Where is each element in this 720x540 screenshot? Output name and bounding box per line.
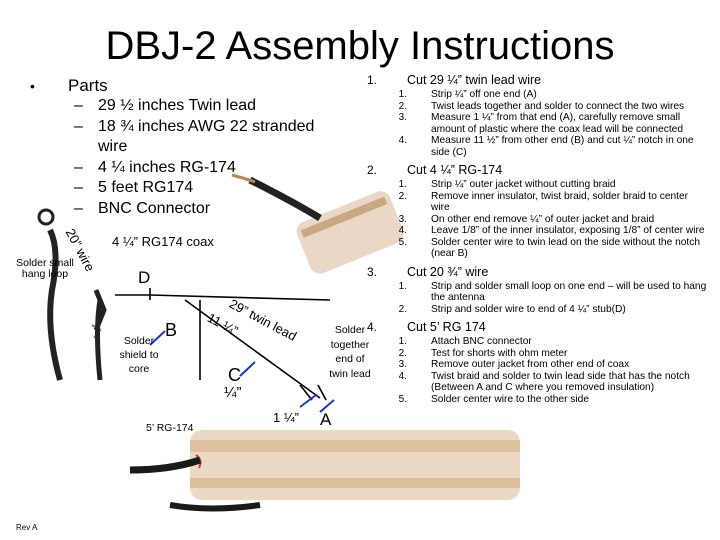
label-C: C [228,365,241,385]
label-solder-loop: Solder small hang loop [16,257,74,280]
step-text: Strip ¼” off one end (A) [431,89,537,100]
section-number: 3. [367,264,378,279]
hang-loop-icon [37,208,55,226]
parts-bullet: • [30,78,35,94]
section-number: 2. [367,163,378,177]
label-quarter: ¼” [224,384,242,401]
page-title: DBJ-2 Assembly Instructions [105,24,615,68]
section-number: 4. [367,320,378,334]
instructions-panel: 1. Cut 29 ¼” twin lead wire 1. Strip ¼” … [367,73,717,405]
label-solder-together: Solder together end of twin lead [329,324,371,380]
step-text: Attach BNC connector [431,336,532,347]
rev-label: Rev A [16,523,38,532]
step-text: Twist braid and solder to twin lead side… [431,370,690,394]
label-coax: 4 ¼” RG174 coax [112,234,214,249]
parts-item: 5 feet RG174 [66,178,346,199]
twin-lead-photo-top [296,191,404,274]
step-text: Measure 1 ¼” from that end (A), carefull… [431,112,684,135]
label-solder-shield: Solder shield to core [119,335,159,375]
section-title: Cut 29 ¼” twin lead wire [407,73,542,87]
parts-item: 4 ¼ inches RG-174 [66,158,346,179]
section-title: Cut 20 ¾” wire [407,264,489,279]
twin-lead-photo-bottom [190,430,520,500]
label-rg174: 5’ RG-174 [146,422,194,434]
label-A: A [320,410,332,429]
label-D: D [138,268,151,287]
rg174-photo-coax [129,456,202,474]
section-4-header: 4. Cut 5’ RG 174 [367,320,717,334]
step-text: Test for shorts with ohm meter [431,347,568,359]
label-1-quarter: 1 ¼” [273,410,300,425]
step-text: Leave 1/8” of the inner insulator, expos… [431,225,705,236]
parts-item: 29 ½ inches Twin lead [66,96,346,117]
schematic-arrows [149,330,335,413]
coax-stub-photo [248,176,322,222]
section-1-header: 1. Cut 29 ¼” twin lead wire [367,73,717,87]
step-text: Twist leads together and solder to conne… [431,100,685,112]
parts-item: 18 ¾ inches AWG 22 stranded wire [66,117,328,158]
section-2-header: 2. Cut 4 ¼” RG-174 [367,163,717,177]
parts-heading: Parts [68,76,108,95]
step-text: Remove inner insulator, twist braid, sol… [431,190,689,214]
section-number: 1. [367,73,378,87]
wire-photo [47,228,63,381]
step-text: Strip and solder small loop on one end –… [431,280,707,304]
step-text: Strip and solder wire to end of 4 ¼” stu… [431,303,626,315]
step-text: Solder center wire to the other side [431,393,589,405]
section-title: Cut 5’ RG 174 [407,320,486,334]
parts-list: 29 ½ inches Twin lead 18 ¾ inches AWG 22… [66,96,346,219]
parts-item: BNC Connector [66,199,346,220]
step-text: On other end remove ¼” of outer jacket a… [431,213,655,225]
section-3-header: 3. Cut 20 ¾” wire [367,265,717,279]
step-text: Strip ¼” outer jacket without cutting br… [431,179,616,190]
section-title: Cut 4 ¼” RG-174 [407,163,503,177]
schematic-lines [115,288,331,401]
label-B: B [165,320,178,340]
step-text: Remove outer jacket from other end of co… [431,359,630,370]
step-text: Solder center wire to twin lead on the s… [431,236,700,260]
step-text: Measure 11 ½” from other end (B) and cut… [431,135,694,158]
